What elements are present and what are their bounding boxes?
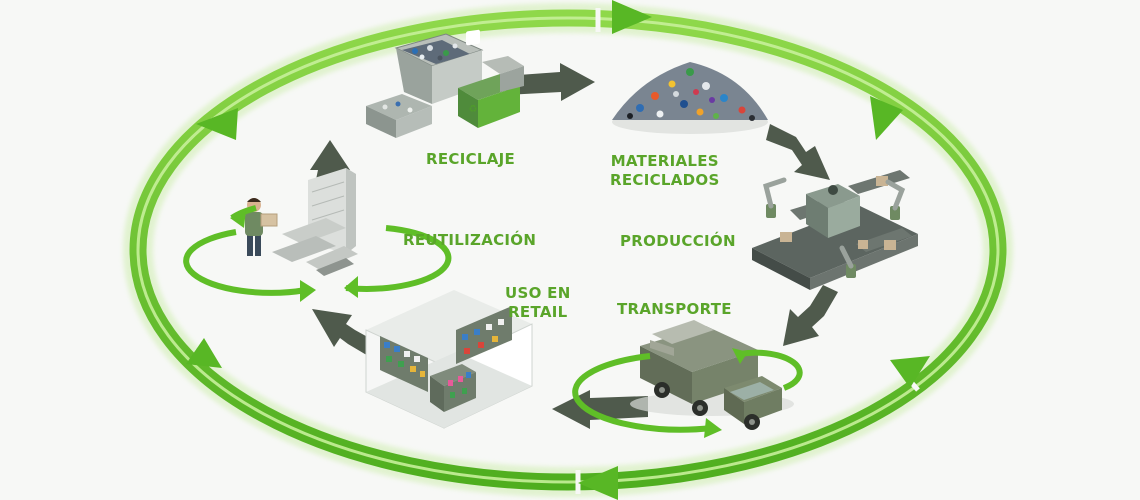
reuse-swirl-arrow-left-icon xyxy=(300,280,316,302)
ring-arrow-bottom-icon xyxy=(578,466,618,500)
step-label-reuse: REUTILIZACIÓN xyxy=(403,231,537,249)
transport-swirl-arrow-top-icon xyxy=(732,348,748,364)
step-label-transport: TRANSPORTE xyxy=(617,300,732,318)
store-shelf-left xyxy=(380,336,428,392)
ring-arrow-bottomleft-icon xyxy=(186,338,222,368)
step-label-retail: USO EN RETAIL xyxy=(505,284,571,321)
factory-conveyor-icon xyxy=(752,170,918,290)
step-label-recycling: RECICLAJE xyxy=(426,150,516,168)
retail-store-icon xyxy=(365,290,533,429)
ring-arrow-left-icon xyxy=(196,108,238,140)
step-label-recycled-materials: MATERIALES RECICLADOS xyxy=(610,152,720,189)
arrow-retail-to-reuse-icon xyxy=(312,309,382,360)
ring-arrow-topright-icon xyxy=(870,96,903,140)
transport-swirl-arrow-icon xyxy=(704,418,722,438)
reuse-swirl-arrow-right-icon xyxy=(344,276,358,298)
transport-swirl xyxy=(572,349,803,433)
step-label-production: PRODUCCIÓN xyxy=(620,232,736,250)
truck-icon xyxy=(630,320,794,430)
recycling-machine-icon: ♻ xyxy=(366,29,524,138)
arrow-production-to-transport-icon xyxy=(783,285,838,346)
reuse-worker-icon xyxy=(245,168,358,276)
svg-text:♻: ♻ xyxy=(469,104,478,115)
store-island-shelf xyxy=(430,364,476,412)
reuse-swirl-arrow-top-icon xyxy=(230,210,246,228)
arrow-materials-to-production-icon xyxy=(766,124,830,180)
ring-arrow-top-icon xyxy=(612,0,652,34)
arrow-recycling-to-materials-icon xyxy=(505,63,595,101)
recycled-materials-pile-icon xyxy=(612,62,768,134)
ring-arrow-right-icon xyxy=(890,356,930,388)
store-shelf-right xyxy=(456,306,512,364)
outer-cycle-ring xyxy=(123,0,1013,500)
